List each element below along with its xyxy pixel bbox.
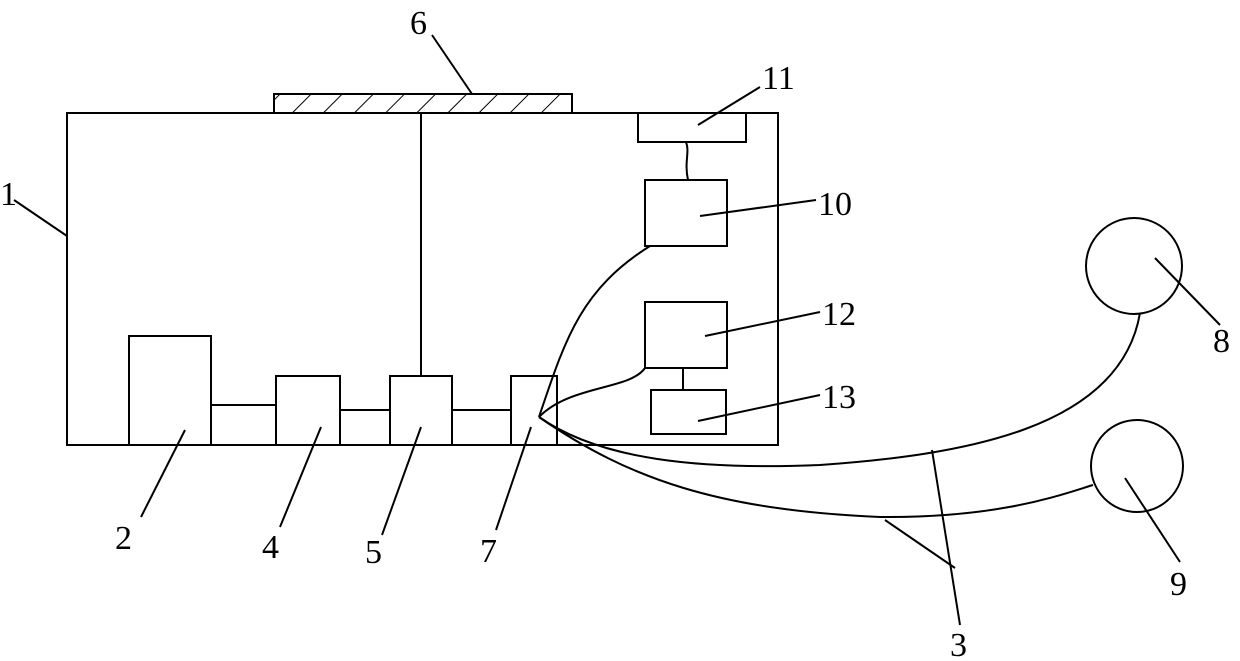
label-6: 6 [410,5,427,42]
label-5: 5 [365,534,382,571]
component-2 [129,336,211,445]
component-4 [276,376,340,445]
label-2: 2 [115,520,132,557]
leader-3a [932,450,960,625]
label-3: 3 [950,627,967,661]
leader-6 [432,35,472,94]
sensor-9 [1091,420,1183,512]
sensor-8 [1086,218,1182,314]
label-8: 8 [1213,323,1230,360]
component-13 [651,390,726,434]
label-1: 1 [0,176,17,213]
label-4: 4 [262,529,279,566]
label-10: 10 [818,186,852,223]
plate-6 [274,94,572,113]
leader-1 [14,200,67,236]
label-13: 13 [822,379,856,416]
component-12 [645,302,727,368]
connector-11-10 [686,142,688,180]
component-5 [390,376,452,445]
label-11: 11 [762,60,795,97]
component-11 [638,113,746,142]
label-9: 9 [1170,566,1187,603]
label-12: 12 [822,296,856,333]
label-7: 7 [480,533,497,570]
